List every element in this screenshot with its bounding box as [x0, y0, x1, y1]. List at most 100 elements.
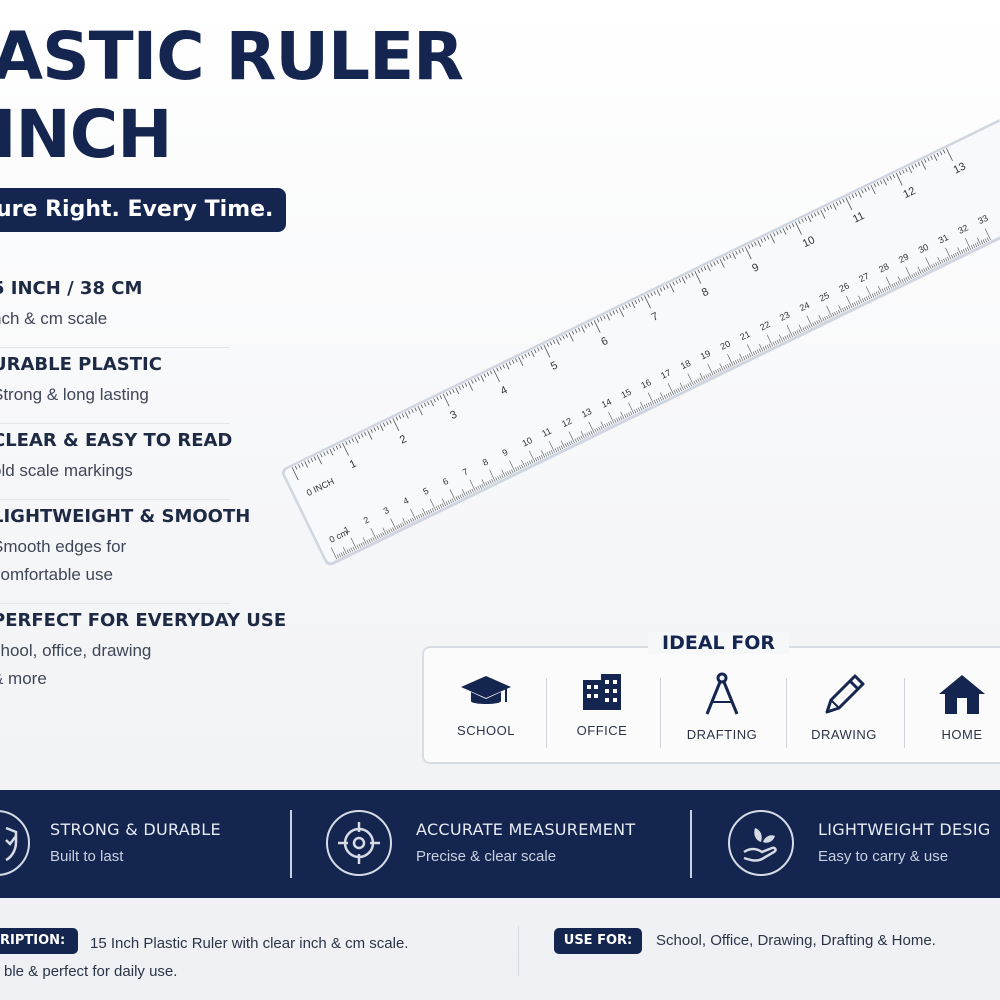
ruler-cm-tick [390, 518, 397, 531]
ruler-cm-tick [548, 451, 552, 455]
ruler-cm-tick [467, 490, 470, 495]
ruler-inch-number: 11 [851, 210, 867, 226]
ruler-inch-tick [364, 431, 367, 436]
ruler-inch-tick [719, 258, 725, 268]
ruler-cm-tick [822, 317, 825, 322]
feature-sub: comfortable use [0, 565, 113, 584]
ruler-cm-tick [937, 261, 940, 266]
ruler-cm-tick [568, 431, 575, 444]
ruler-inch-tick [754, 241, 757, 246]
ruler-cm-tick [891, 283, 894, 288]
ruler-inch-tick [480, 375, 485, 382]
ruler-cm-tick [746, 344, 754, 357]
ruler-cm-tick [885, 276, 892, 289]
ruler-inch-tick [499, 365, 502, 370]
ruler-cm-number: 33 [976, 213, 989, 226]
feature-clear: CLEAR & EASY TO READ old scale markings [0, 424, 233, 500]
ruler-cm-tick [871, 293, 875, 298]
ruler-inch-tick [747, 244, 751, 249]
ruler-cm-number: 20 [719, 338, 732, 351]
ruler-cm-tick [505, 472, 508, 477]
ruler-cm-tick [653, 399, 657, 404]
ruler-inch-tick [823, 207, 826, 212]
ruler-cm-number: 12 [560, 416, 573, 429]
ruler-inch-tick [892, 174, 896, 179]
ruler-cm-tick [921, 269, 924, 274]
ruler-cm-tick [429, 508, 433, 513]
ruler-cm-tick [366, 539, 369, 544]
ruler-cm-tick [461, 493, 464, 498]
ruler-inch-tick [404, 412, 409, 419]
ruler-inch-tick [895, 172, 903, 186]
ruler-cm-tick [832, 312, 835, 317]
ruler-cm-tick [727, 353, 734, 366]
ruler-cm-tick [634, 409, 637, 414]
ruler-inch-tick [342, 442, 349, 456]
ruler-inch-tick [584, 324, 587, 329]
ruler-cm-tick [566, 442, 569, 447]
ruler-cm-tick [368, 538, 371, 543]
ruler-inch-tick [666, 284, 669, 289]
ruler-cm-tick [885, 286, 888, 291]
ruler-inch-tick [427, 401, 430, 406]
feature-title: URABLE PLASTIC [0, 354, 162, 375]
ruler-inch-tick [795, 221, 802, 235]
ruler-inch-tick [489, 370, 493, 375]
ruler-inch-tick [873, 183, 877, 188]
benefit-title: STRONG & DURABLE [50, 820, 221, 839]
ruler-inch-tick [335, 445, 339, 450]
ruler-inch-tick [546, 342, 550, 347]
ruler-inch-tick [832, 203, 837, 211]
ruler-inch-number: 7 [650, 310, 661, 323]
ruler-inch-tick [555, 338, 560, 346]
ruler-cm-tick [774, 340, 777, 345]
ruler-cm-tick [826, 315, 829, 320]
ruler-inch-tick [568, 332, 574, 342]
ruler-cm-tick [923, 268, 926, 273]
ruler-cm-tick [669, 392, 672, 396]
ruler-cm-tick [568, 441, 571, 446]
ruler-cm-tick [786, 325, 793, 337]
ideal-for-panel: IDEAL FOR SCHOOL OFFICE DRAFTING [422, 632, 1000, 764]
ruler-cm-tick [766, 334, 774, 347]
ruler-inch-tick [540, 346, 543, 350]
ruler-cm-tick [647, 392, 655, 405]
ruler-inch-tick [508, 361, 512, 366]
ruler-cm-number: 17 [659, 367, 672, 380]
ruler-inch-tick [316, 454, 323, 465]
ruler-cm-tick [951, 254, 954, 259]
ruler-inch-tick [600, 316, 603, 321]
ruler-cm-tick [855, 301, 859, 306]
ruler-cm-tick [439, 504, 443, 509]
ruler-cm-number: 9 [501, 447, 510, 458]
ruler-cm-tick [848, 305, 851, 309]
ruler-cm-tick [402, 522, 405, 527]
ruler-cm-tick [947, 256, 950, 261]
benefit-title: LIGHTWEIGHT DESIG [818, 820, 991, 839]
feature-title: CLEAR & EASY TO READ [0, 430, 233, 451]
ruler-cm-tick [677, 388, 680, 393]
ruler-cm-tick [786, 335, 789, 339]
ruler-cm-tick [525, 462, 528, 467]
ruler-cm-tick [475, 486, 478, 491]
ruler-cm-tick [974, 243, 978, 248]
ruler-cm-tick [507, 471, 510, 476]
ruler-cm-tick [501, 469, 506, 478]
ruler-inch-tick [861, 189, 864, 194]
feature-size: 5 INCH / 38 CM nch & cm scale [0, 272, 230, 348]
ruler-cm-tick [479, 484, 482, 489]
ruler-cm-tick [637, 407, 641, 412]
ruler-cm-tick [429, 498, 437, 511]
ruler-cm-tick [719, 367, 722, 372]
ruler-cm-tick [457, 495, 460, 500]
ruler-inch-tick [323, 451, 326, 456]
ruler-cm-tick [824, 316, 827, 321]
ruler-inch-tick [760, 238, 763, 243]
ruler-cm-tick [699, 377, 702, 382]
ruler-cm-number: 6 [441, 476, 450, 487]
ruler-cm-tick [408, 519, 411, 524]
ruler-cm-tick [737, 359, 740, 364]
ruler-cm-tick [776, 339, 779, 344]
ruler-cm-tick [960, 249, 964, 254]
ruler-cm-tick [881, 288, 885, 293]
